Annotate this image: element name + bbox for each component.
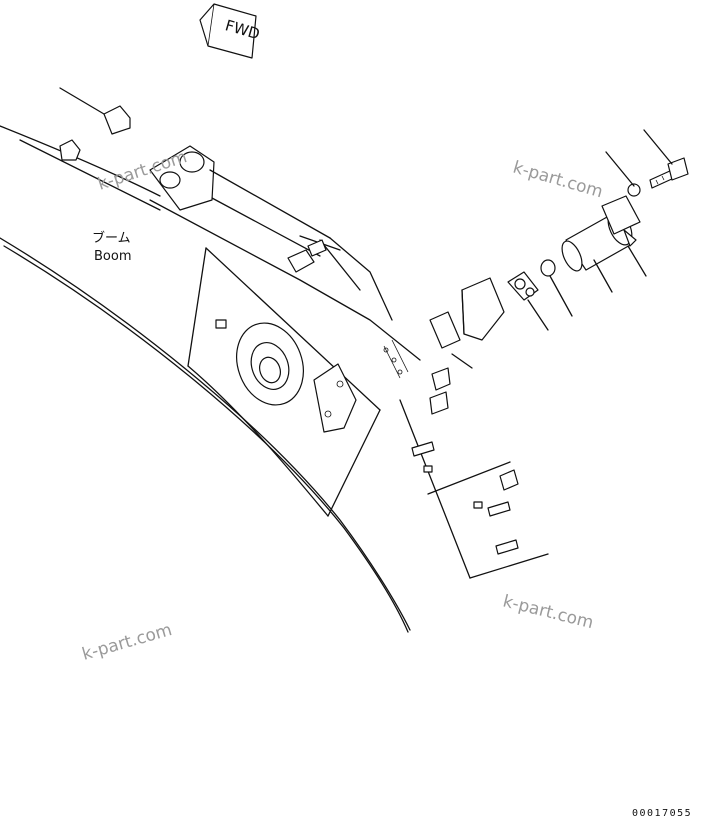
boom-label-en: Boom [94,249,132,264]
watermark-bottom-left: k-part.com [80,620,174,665]
foot-pin-boss [236,322,304,406]
watermark-bottom-right: k-part.com [501,591,596,633]
boom-body [0,125,549,633]
o-ring [540,259,556,277]
side-plate [313,363,357,433]
cylinder-assembly [561,195,641,272]
bolt [649,157,689,189]
hose-clamps [215,239,519,509]
watermark-top-right: k-part.com [511,158,605,203]
top-bracket-assembly [149,145,393,321]
bolt-stack [383,339,409,379]
bracket-plate [429,277,505,349]
leader-lines [451,129,673,369]
boom-label-jp: ブーム [92,230,131,246]
fwd-arrow-tag: FWD [199,3,262,59]
top-clamps [59,87,131,161]
clamp-part [507,271,539,301]
drawing-number: 00017055 [632,808,692,819]
tab-plates [411,441,519,555]
washer [627,183,641,197]
